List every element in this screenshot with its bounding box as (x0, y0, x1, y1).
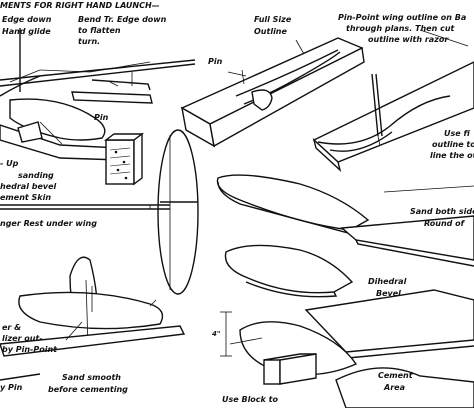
wing-blank-upper (216, 174, 370, 236)
label-full-size-1: Full Size (254, 15, 292, 24)
label-fer-3: by Pin-Point (2, 345, 58, 354)
label-cement-area-2: Area (383, 383, 405, 392)
label-dihedral-1: Dihedral (368, 277, 407, 286)
label-hand-glide: Hand glide (2, 27, 51, 36)
label-use-fi-3: line the other (430, 151, 474, 160)
balsa-block (105, 139, 135, 185)
wing-on-block (220, 311, 474, 408)
label-hand-down: Edge down (2, 15, 52, 24)
label-bend-tr-2: to flatten (78, 26, 121, 35)
label-use-fi-1: Use fi (444, 129, 470, 138)
label-dim-mark: 4" (212, 330, 221, 338)
label-pinpoint-1: Pin-Point wing outline on Ba (338, 13, 466, 22)
label-pinpoint-2: through plans. Then cut (346, 24, 456, 33)
label-sand-smooth-2: before cementing (48, 385, 128, 394)
label-use-fi-2: outline to (432, 140, 474, 149)
fuselage-wing-assembly (0, 98, 145, 186)
label-pin-top: Pin (208, 57, 223, 66)
label-dihedral-2: Bevel (376, 289, 401, 298)
label-bend-tr-1: Bend Tr. Edge down (78, 15, 167, 24)
label-fer-2: lizer out- (2, 334, 43, 343)
label-sanding: sanding (18, 171, 54, 180)
launch-glider-sketch (0, 28, 196, 97)
top-view-glider (0, 129, 199, 295)
label-up: - Up (0, 159, 19, 168)
label-fer-4: y Pin (0, 383, 23, 392)
wing-blank-lower (224, 244, 354, 298)
label-bend-tr-3: turn. (78, 37, 100, 46)
tail-assembly (0, 256, 186, 381)
label-fer-1: er & (2, 323, 21, 332)
label-pin-left: Pin (94, 113, 109, 122)
label-cement-area-1: Cement (378, 371, 414, 380)
label-header-launch: MENTS FOR RIGHT HAND LAUNCH— (0, 1, 160, 10)
trailing-edge-strip (71, 72, 153, 104)
label-cement-skin: ement Skin (0, 193, 51, 202)
label-use-block: Use Block to (222, 395, 278, 404)
label-sand-both-2: Round of (424, 219, 466, 228)
label-finger-rest: nger Rest under wing (0, 219, 97, 228)
label-sand-both-1: Sand both side (410, 207, 474, 216)
pin-point-sheet (312, 29, 474, 173)
wing-blank-right (340, 185, 474, 267)
full-size-outline-sheet (180, 37, 365, 148)
label-pinpoint-3: outline with razor (368, 35, 449, 44)
label-dihedral-bevel-left: hedral bevel (0, 182, 57, 191)
label-full-size-2: Outline (254, 27, 288, 36)
label-sand-smooth-1: Sand smooth (62, 373, 121, 382)
